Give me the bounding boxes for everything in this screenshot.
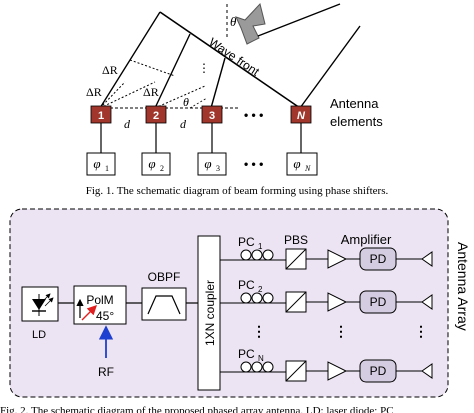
spacing-d-label-2: d: [180, 117, 187, 131]
pc-1-label: PC: [238, 235, 255, 249]
theta-top-label: θ: [230, 14, 237, 29]
pc-loop-icon: [262, 361, 274, 373]
pc-loop-icon: [251, 249, 263, 261]
amplifier-icon: [327, 361, 348, 381]
element-dots: • • •: [244, 108, 263, 122]
pc-loop-icon: [251, 292, 263, 304]
phase-symbol: φ: [204, 156, 211, 171]
antenna-icon: [421, 294, 433, 310]
helper-dotted-3: [99, 81, 126, 109]
antenna-element-n: N: [290, 105, 312, 124]
polarization-modulator-block: PolM 45°: [73, 285, 127, 325]
pc-2-label: PC: [238, 278, 255, 292]
phase-shifter-dots: • • •: [244, 157, 263, 171]
amp-vertical-dots: ⋮: [334, 323, 348, 339]
phase-shifter-1: φ 1: [86, 152, 116, 176]
pc-loop-icon: [240, 292, 252, 304]
polm-angle-label: 45°: [96, 309, 114, 323]
amplifier-label: Amplifier: [341, 232, 392, 247]
pd-label: PD: [370, 252, 387, 266]
figure-2-caption: Fig. 2. The schematic diagram of the pro…: [0, 405, 394, 413]
pc-loop-icon: [240, 249, 252, 261]
phase-subscript: 2: [160, 164, 164, 173]
phase-shifter-n: φ N: [286, 152, 318, 176]
phase-symbol: φ: [93, 156, 100, 171]
ray-vertical-dots: ⋮: [198, 61, 210, 75]
pc-n-label: PC: [238, 347, 255, 361]
phase-symbol: φ: [148, 156, 155, 171]
antenna-elements-label-line1: Antenna: [330, 96, 379, 111]
pc-loop-icon: [262, 249, 274, 261]
phase-subscript: 3: [216, 164, 220, 173]
branch-row-2: PD: [220, 290, 433, 314]
branch-row-1: PD: [220, 247, 433, 271]
polarization-diagonal-arrow: [81, 305, 97, 321]
ray-element-3: [210, 57, 226, 109]
theta-small-label: θ: [183, 95, 189, 109]
figure-2: Antenna Array LD PolM 45° RF OBPF: [0, 208, 471, 413]
pc-n-subscript: N: [258, 354, 264, 363]
figure-1: θ Wave front ΔR ΔR ΔR θ d d ⋮: [86, 2, 389, 197]
pd-label: PD: [370, 364, 387, 378]
coupler-label: 1XN coupler: [203, 280, 217, 346]
rf-label: RF: [98, 365, 114, 379]
coupler-block: 1XN coupler: [197, 235, 221, 391]
pc-2-subscript: 2: [258, 285, 263, 294]
laser-diode-block: LD: [21, 286, 59, 341]
optical-bandpass-filter-block: OBPF: [141, 270, 187, 321]
pc-vertical-dots: ⋮: [252, 323, 266, 339]
wave-front-line: [159, 11, 301, 109]
branch-row-n: PD: [220, 359, 433, 383]
helper-dotted-4: [129, 59, 176, 77]
pc-loop-icon: [262, 292, 274, 304]
antenna-elements-label-line2: elements: [330, 114, 383, 129]
pc-1-subscript: 1: [258, 242, 263, 251]
wave-front-label: Wave front: [206, 35, 262, 79]
theta-helper-line: [189, 97, 208, 109]
polm-label: PolM: [86, 293, 113, 307]
pc-loop-icon: [240, 361, 252, 373]
antenna-icon: [421, 251, 433, 267]
antenna-icon: [421, 363, 433, 379]
element-label: 3: [209, 110, 215, 122]
obpf-label: OBPF: [148, 270, 181, 284]
element-label: 1: [98, 110, 104, 122]
element-label: 2: [153, 110, 159, 122]
antenna-element-3: 3: [201, 105, 223, 124]
antenna-vertical-dots: ⋮: [414, 323, 428, 339]
phase-subscript: N: [304, 164, 311, 173]
filter-response-icon: [147, 295, 181, 315]
phase-subscript: 1: [105, 164, 109, 173]
pd-label: PD: [370, 295, 387, 309]
ld-label: LD: [32, 329, 46, 341]
element-label: N: [297, 110, 306, 122]
pbs-label: PBS: [284, 233, 308, 247]
antenna-element-2: 2: [145, 105, 167, 124]
beam-direction-arrow: [235, 2, 266, 45]
pc-loop-icon: [251, 361, 263, 373]
amplifier-icon: [327, 292, 348, 312]
helper-dotted-2: [154, 85, 206, 109]
delta-r-label-3: ΔR: [143, 85, 159, 99]
amplifier-icon: [327, 249, 348, 269]
figure-1-caption: Fig. 1. The schematic diagram of beam fo…: [86, 185, 389, 197]
ray-element-2: [154, 33, 191, 109]
ray-1: [257, 3, 341, 37]
delta-r-label-1: ΔR: [102, 63, 118, 77]
phase-symbol: φ: [293, 156, 300, 171]
antenna-element-1: 1: [90, 105, 112, 124]
antenna-array-label: Antenna Array: [455, 242, 471, 331]
phase-shifter-2: φ 2: [141, 152, 171, 176]
phase-shifter-3: φ 3: [197, 152, 227, 176]
delta-r-label-2: ΔR: [86, 85, 102, 99]
spacing-d-label-1: d: [124, 117, 131, 131]
ray-element-n: [299, 25, 361, 109]
